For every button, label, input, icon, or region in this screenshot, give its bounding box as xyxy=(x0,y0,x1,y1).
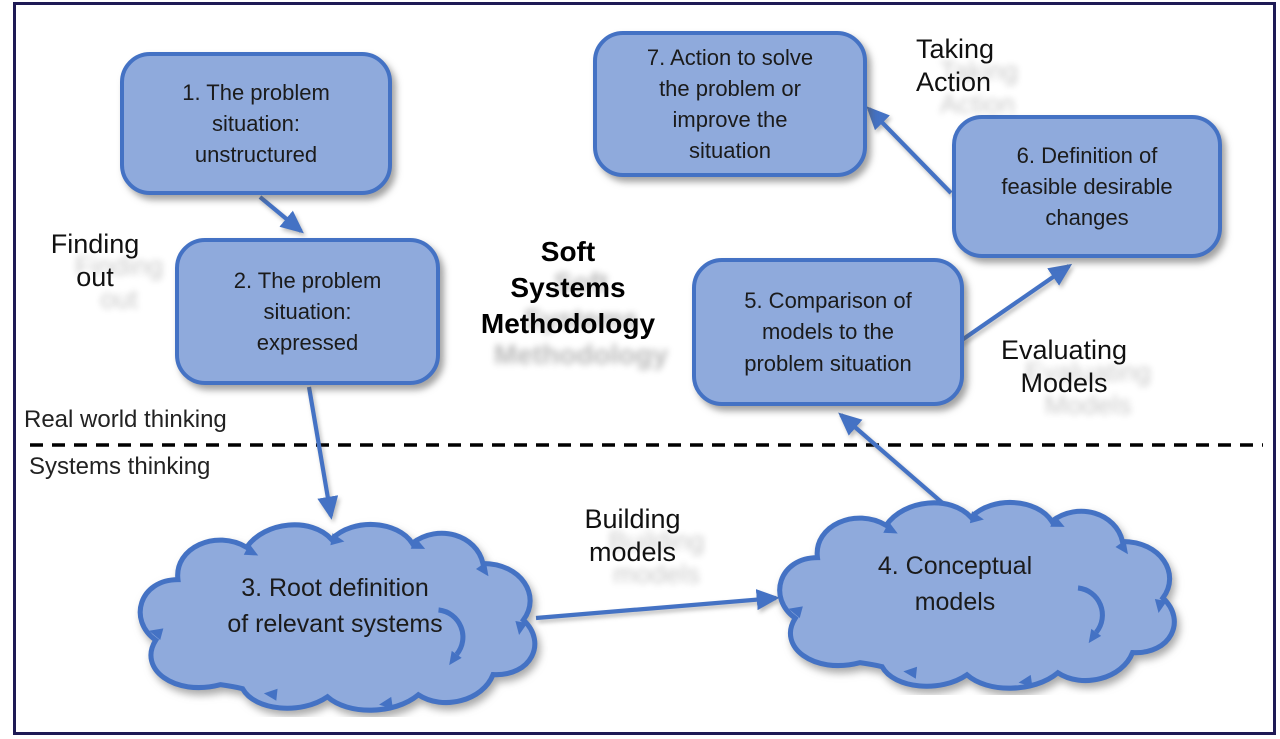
arrow-1-to-2 xyxy=(258,195,304,234)
cloud-swirl-decorations xyxy=(149,533,528,709)
diagram-title: Soft Systems Methodology xyxy=(480,236,656,339)
cloud-shape xyxy=(777,499,1177,691)
node-7-action-to-solve: 7. Action to solve the problem or improv… xyxy=(593,31,867,177)
label-finding-out: Finding out xyxy=(50,229,140,292)
node-3-label: 3. Root definition of relevant systems xyxy=(227,574,443,639)
node-1-problem-unstructured: 1. The problem situation: unstructured xyxy=(120,52,392,195)
node-4-conceptual-models-cloud xyxy=(760,493,1190,695)
node-6-feasible-changes: 6. Definition of feasible desirable chan… xyxy=(952,115,1222,258)
label-building-models: Building models xyxy=(584,504,681,567)
node-3-root-definition-cloud xyxy=(123,515,548,717)
label-evaluating-models: Evaluating Models xyxy=(1000,335,1128,398)
label-taking-action: Taking Action xyxy=(916,34,995,97)
node-5-comparison: 5. Comparison of models to the problem s… xyxy=(692,258,964,406)
arrow-2-to-3 xyxy=(306,386,339,520)
label-systems-thinking: Systems thinking xyxy=(29,453,211,480)
label-real-world-thinking: Real world thinking xyxy=(24,406,227,433)
cloud-swirl-decorations xyxy=(788,511,1167,687)
node-2-problem-expressed: 2. The problem situation: expressed xyxy=(175,238,440,385)
cloud-shape xyxy=(137,521,538,713)
node-4-label: 4. Conceptual models xyxy=(877,552,1033,617)
arrow-6-to-7 xyxy=(866,106,953,195)
arrow-3-to-4 xyxy=(535,589,780,621)
arrow-5-to-6 xyxy=(957,263,1073,344)
